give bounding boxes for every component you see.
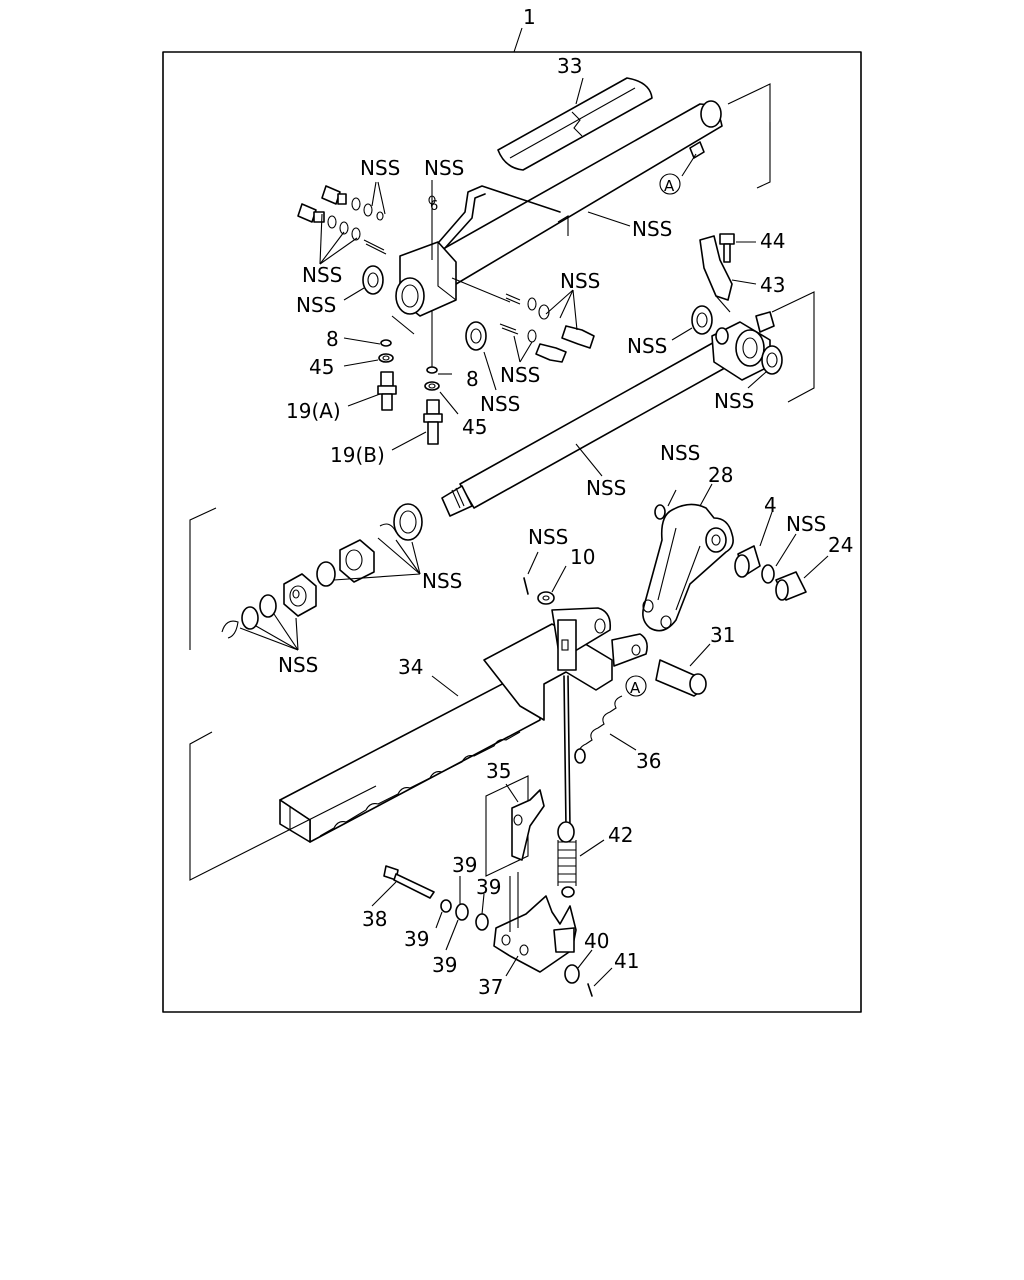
label-34: 34 (398, 655, 423, 679)
label-nss-14: NSS (528, 525, 568, 549)
bushing-right (465, 321, 487, 351)
upper-bracket (391, 241, 457, 335)
label-38: 38 (362, 907, 387, 931)
label-nss-9: NSS (714, 389, 754, 413)
fitting-19a (377, 371, 397, 411)
label-nss-7: NSS (627, 334, 667, 358)
label-39d: 39 (432, 953, 457, 977)
spring-42 (557, 821, 577, 898)
label-nss-10: NSS (480, 392, 520, 416)
pin-38 (383, 865, 435, 899)
bushing-4 (734, 545, 761, 578)
channel-bracket (483, 607, 648, 721)
label-40: 40 (584, 929, 609, 953)
label-39a: 39 (452, 853, 477, 877)
pin-31 (655, 659, 707, 697)
bracket-43 (699, 235, 733, 313)
label-8a: 8 (326, 327, 339, 351)
assembly-number: 1 (523, 5, 536, 29)
label-36: 36 (636, 749, 661, 773)
label-35: 35 (486, 759, 511, 783)
label-nss-13: NSS (786, 512, 826, 536)
bolts-upper-right (499, 293, 595, 363)
label-42: 42 (608, 823, 633, 847)
ref-mark-a-top (659, 173, 681, 195)
label-nss-8: NSS (500, 363, 540, 387)
spring-36 (574, 695, 623, 764)
seal-stack (221, 503, 423, 639)
label-nss-1: NSS (360, 156, 400, 180)
label-8b: 8 (466, 367, 479, 391)
bolt-44 (719, 233, 735, 263)
label-nss-3: NSS (632, 217, 672, 241)
ref-mark-a-top-label: A (664, 177, 675, 195)
label-nss-6: NSS (560, 269, 600, 293)
label-19b: 19(B) (330, 443, 385, 467)
label-nss-16: NSS (278, 653, 318, 677)
upper-tube (419, 100, 723, 291)
collar-24 (775, 571, 807, 601)
label-31: 31 (710, 623, 735, 647)
label-10: 10 (570, 545, 595, 569)
label-nss-2: NSS (424, 156, 464, 180)
label-37: 37 (478, 975, 503, 999)
label-24: 24 (828, 533, 853, 557)
label-nss-4: NSS (302, 263, 342, 287)
label-nss-12: NSS (586, 476, 626, 500)
label-45b: 45 (462, 415, 487, 439)
label-41: 41 (614, 949, 639, 973)
fitting-19b (423, 399, 443, 445)
label-44: 44 (760, 229, 785, 253)
diagram-frame (162, 51, 862, 1013)
label-43: 43 (760, 273, 785, 297)
label-28: 28 (708, 463, 733, 487)
label-39b: 39 (476, 875, 501, 899)
bolts-upper-left (297, 185, 387, 255)
bracket-37 (493, 872, 577, 973)
label-45a: 45 (309, 355, 334, 379)
label-19a: 19(A) (286, 399, 341, 423)
lever-35 (485, 775, 545, 877)
label-39c: 39 (404, 927, 429, 951)
sleeve-33 (497, 77, 653, 171)
label-6: 6 (430, 199, 438, 214)
label-nss-15: NSS (422, 569, 462, 593)
ref-mark-a-lower-label: A (630, 679, 641, 697)
label-33: 33 (557, 54, 582, 78)
bushing-left (362, 265, 384, 295)
label-nss-5: NSS (296, 293, 336, 317)
link-28 (642, 503, 734, 632)
label-nss-11: NSS (660, 441, 700, 465)
ref-mark-a-lower (625, 675, 647, 697)
label-4: 4 (764, 493, 777, 517)
